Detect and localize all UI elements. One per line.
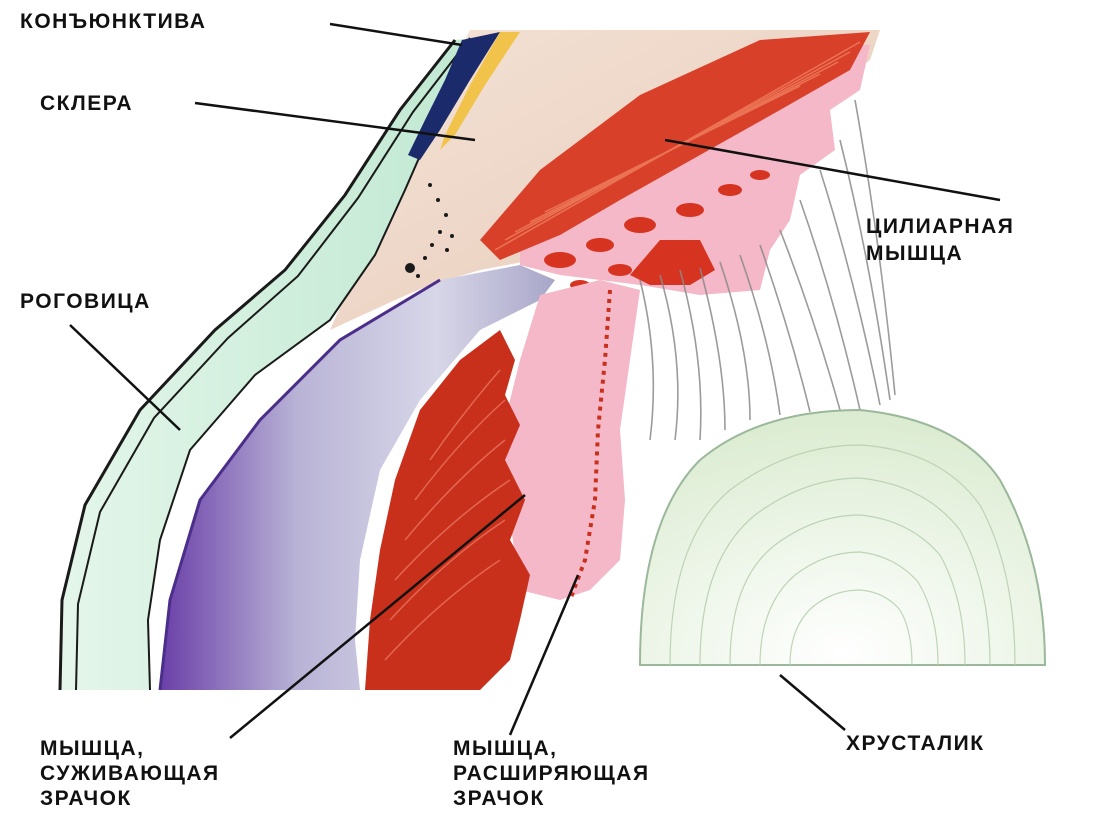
label-sclera: СКЛЕРА: [40, 90, 133, 117]
label-dilator-line3: ЗРАЧОК: [453, 785, 545, 812]
label-cornea: РОГОВИЦА: [20, 288, 151, 315]
iris-stroma: [500, 280, 640, 600]
label-ciliary-muscle-line1: ЦИЛИАРНАЯ: [866, 213, 1014, 240]
label-dilator-line1: МЫШЦА,: [453, 735, 558, 762]
label-sphincter-line3: ЗРАЧОК: [40, 785, 132, 812]
label-sphincter-line1: МЫШЦА,: [40, 735, 145, 762]
lens-shape: [640, 410, 1045, 665]
leader-lens: [780, 675, 845, 730]
label-ciliary-muscle-line2: МЫШЦА: [866, 240, 963, 267]
leader-conjunctiva: [330, 24, 462, 45]
label-conjunctiva: КОНЪЮНКТИВА: [20, 8, 206, 35]
label-sphincter-line2: СУЖИВАЮЩАЯ: [40, 760, 220, 787]
label-lens: ХРУСТАЛИК: [846, 730, 985, 757]
label-dilator-line2: РАСШИРЯЮЩАЯ: [453, 760, 650, 787]
leader-cornea: [70, 325, 180, 430]
